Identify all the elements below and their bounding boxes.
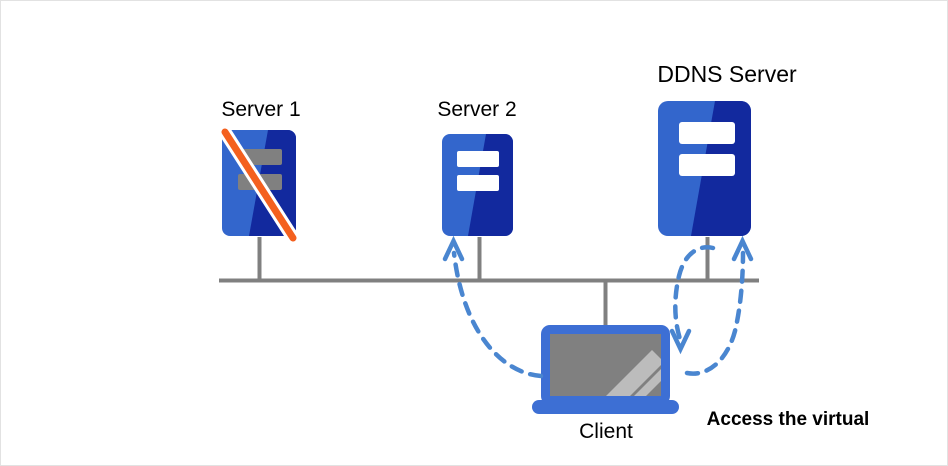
arrow-ddns-up [684,250,746,376]
annotation-line-1: Access the virtual [706,408,870,430]
label-client: Client [579,420,633,443]
server-icon [442,134,513,236]
server2-bar-top [457,151,499,167]
server-icon [658,101,751,236]
arrowhead-client-to-server2 [442,235,465,262]
arrow-client-to-server2 [451,250,544,379]
server1-strike-icon [221,128,297,242]
ddns-bar-bottom [679,154,735,176]
ddns-bar-top [679,122,735,144]
label-server1: Server 1 [221,98,301,121]
label-server2: Server 2 [437,98,517,121]
server-icon-disabled [218,125,300,245]
annotation-access-virtual-host: Access the virtual host name [678,364,898,465]
arrowhead-ddns-up [731,235,754,262]
laptop-base [532,400,679,414]
arrow-ddns-down [673,245,716,342]
laptop-icon [532,325,679,414]
label-ddns-server: DDNS Server [657,61,797,87]
server2-bar-bottom [457,175,499,191]
arrowhead-ddns-down [669,328,692,355]
